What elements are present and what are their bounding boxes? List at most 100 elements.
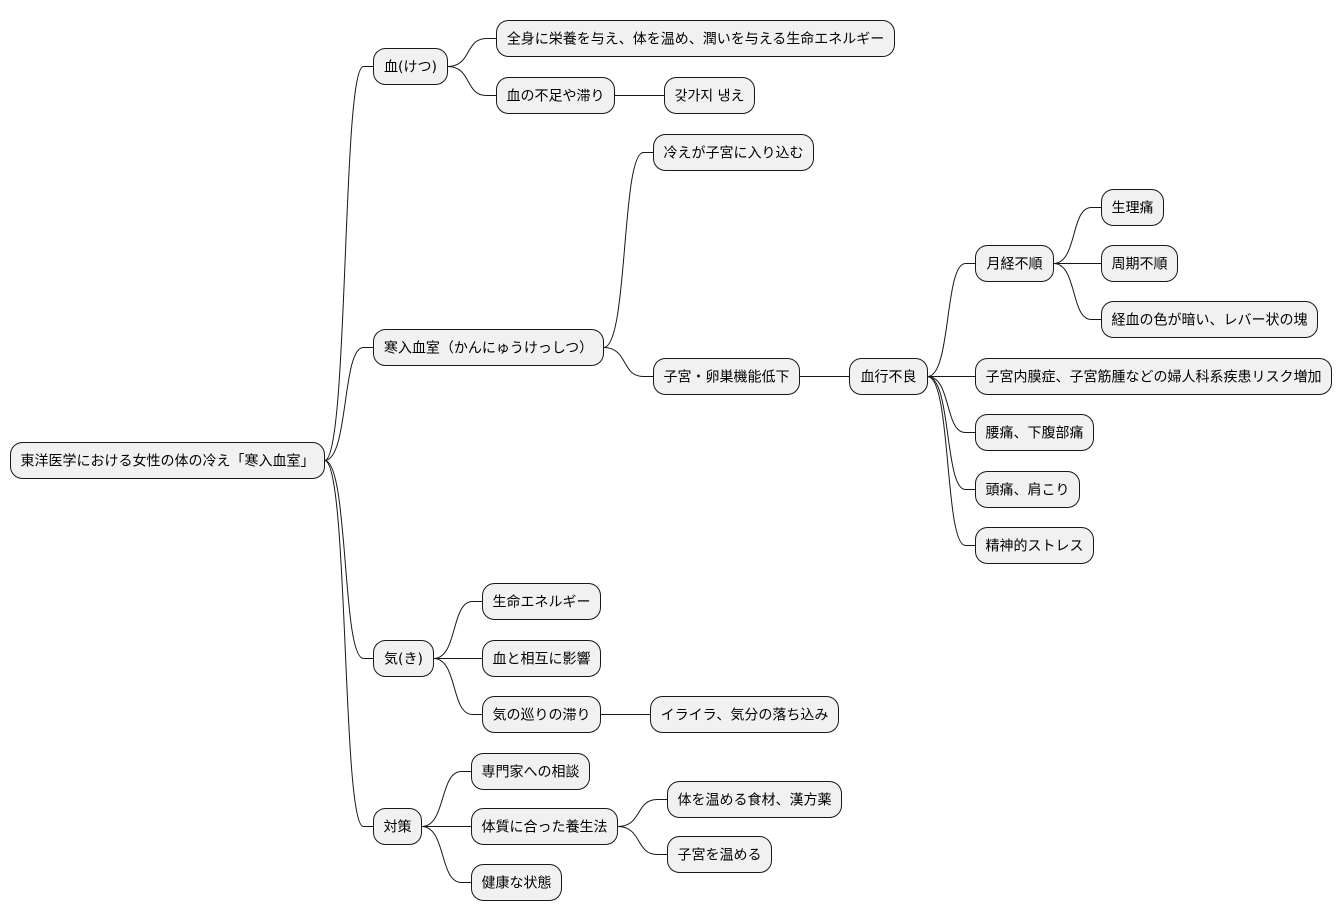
node-box [373, 808, 422, 845]
node-label: 頭痛、肩こり [986, 482, 1070, 499]
node-box [373, 329, 604, 366]
connector-line [433, 601, 483, 659]
connector-line [927, 263, 976, 377]
node-box [1101, 245, 1178, 282]
connector-line [324, 347, 374, 461]
node-box [650, 696, 839, 733]
node-box [975, 527, 1094, 564]
node-label: 寒入血室（かんにゅうけっしつ） [384, 340, 593, 357]
mindmap-node: 月経不順 [975, 245, 1054, 282]
mindmap-node: 周期不順 [1101, 245, 1178, 282]
node-label: 体を温める食材、漢方薬 [678, 792, 832, 809]
mindmap-node: 対策 [373, 808, 422, 845]
node-box [653, 134, 814, 171]
mindmap-node: 専門家への相談 [471, 753, 590, 790]
node-label: 子宮を温める [678, 848, 762, 864]
node-label: 月経不順 [987, 257, 1043, 273]
connector-line [603, 347, 654, 377]
connector-line [324, 460, 374, 659]
node-label: 経血の色が暗い、レバー状の塊 [1112, 312, 1308, 329]
node-label: 周期不順 [1112, 257, 1168, 273]
mindmap-node: 生理痛 [1101, 189, 1164, 226]
node-label: 生理痛 [1112, 200, 1154, 217]
connector-line [603, 152, 654, 348]
connector-line [1053, 207, 1102, 264]
mindmap-node: 血行不良 [849, 358, 928, 395]
mindmap-node: 子宮を温める [667, 836, 772, 873]
node-label: 東洋医学における女性の体の冷え「寒入血室」 [21, 453, 315, 470]
connector-line [324, 460, 374, 827]
mindmap-node: 갖가지 냉え [664, 77, 755, 114]
node-box [975, 358, 1332, 395]
connector-line [421, 826, 472, 883]
connector-line [617, 826, 668, 855]
node-box [975, 414, 1094, 451]
node-box [373, 48, 448, 85]
mindmap-node: 寒入血室（かんにゅうけっしつ） [373, 329, 604, 366]
node-label: 健康な状態 [482, 875, 552, 892]
mindmap-node: 気の巡りの滞り [482, 696, 601, 733]
node-label: 体質に合った養生法 [482, 819, 608, 836]
node-label: 気(き) [384, 652, 423, 668]
nodes-layer: 東洋医学における女性の体の冷え「寒入血室」 血(けつ) 全身に栄養を与え、体を温め、… [10, 20, 1332, 901]
node-label: 対策 [384, 819, 412, 836]
mindmap-node: 経血の色が暗い、レバー状の塊 [1101, 301, 1318, 338]
node-label: 子宮内膜症、子宮筋腫などの婦人科系疾患リスク増加 [986, 369, 1322, 386]
node-box [482, 640, 601, 677]
node-box [653, 358, 800, 395]
node-box [471, 753, 590, 790]
mindmap-node: 血(けつ) [373, 48, 448, 85]
node-label: 血(けつ) [384, 60, 437, 76]
connector-line [927, 376, 976, 546]
mindmap-node: イライラ、気分の落ち込み [650, 696, 839, 733]
node-box [10, 442, 325, 479]
node-box [471, 864, 562, 901]
connector-line [324, 66, 374, 461]
mindmap-node: 血と相互に影響 [482, 640, 601, 677]
node-box [849, 358, 928, 395]
node-box [664, 77, 755, 114]
node-box [1101, 301, 1318, 338]
node-label: 精神的ストレス [986, 539, 1084, 555]
connector-line [1053, 263, 1102, 320]
node-label: 血と相互に影響 [493, 651, 591, 668]
node-box [373, 640, 434, 677]
mindmap-node: 全身に栄養を与え、体を温め、潤いを与える生命エネルギー [496, 20, 895, 57]
node-box [471, 808, 618, 845]
connector-line [617, 799, 668, 827]
mindmap-node: 子宮内膜症、子宮筋腫などの婦人科系疾患リスク増加 [975, 358, 1332, 395]
node-box [667, 781, 842, 818]
connector-line [927, 376, 976, 490]
mindmap-node: 冷えが子宮に入り込む [653, 134, 814, 171]
node-label: 腰痛、下腹部痛 [986, 425, 1084, 442]
node-label: 専門家への相談 [482, 764, 580, 781]
node-label: 갖가지 냉え [675, 89, 745, 105]
edges-layer [324, 38, 1102, 883]
node-box [482, 696, 601, 733]
node-box [975, 471, 1080, 508]
mindmap-node: 健康な状態 [471, 864, 562, 901]
node-box [667, 836, 772, 873]
connector-line [421, 771, 472, 827]
mindmap-node: 体質に合った養生法 [471, 808, 618, 845]
node-box [482, 583, 601, 620]
mindmap-node: 腰痛、下腹部痛 [975, 414, 1094, 451]
connector-line [447, 66, 497, 96]
node-label: イライラ、気分の落ち込み [661, 708, 829, 724]
mindmap-node: 精神的ストレス [975, 527, 1094, 564]
node-label: 生命エネルギー [493, 594, 591, 611]
node-box [496, 20, 895, 57]
node-label: 血の不足や滞り [507, 89, 605, 105]
node-box [1101, 189, 1164, 226]
mindmap-node: 頭痛、肩こり [975, 471, 1080, 508]
node-label: 全身に栄養を与え、体を温め、潤いを与える生命エネルギー [507, 31, 885, 48]
node-box [975, 245, 1054, 282]
node-label: 子宮・卵巣機能低下 [664, 370, 790, 386]
root-node: 東洋医学における女性の体の冷え「寒入血室」 [10, 442, 325, 479]
node-box [496, 77, 615, 114]
connector-line [447, 38, 497, 67]
node-label: 血行不良 [861, 370, 917, 386]
node-label: 冷えが子宮に入り込む [664, 146, 804, 162]
mindmap-node: 生命エネルギー [482, 583, 601, 620]
